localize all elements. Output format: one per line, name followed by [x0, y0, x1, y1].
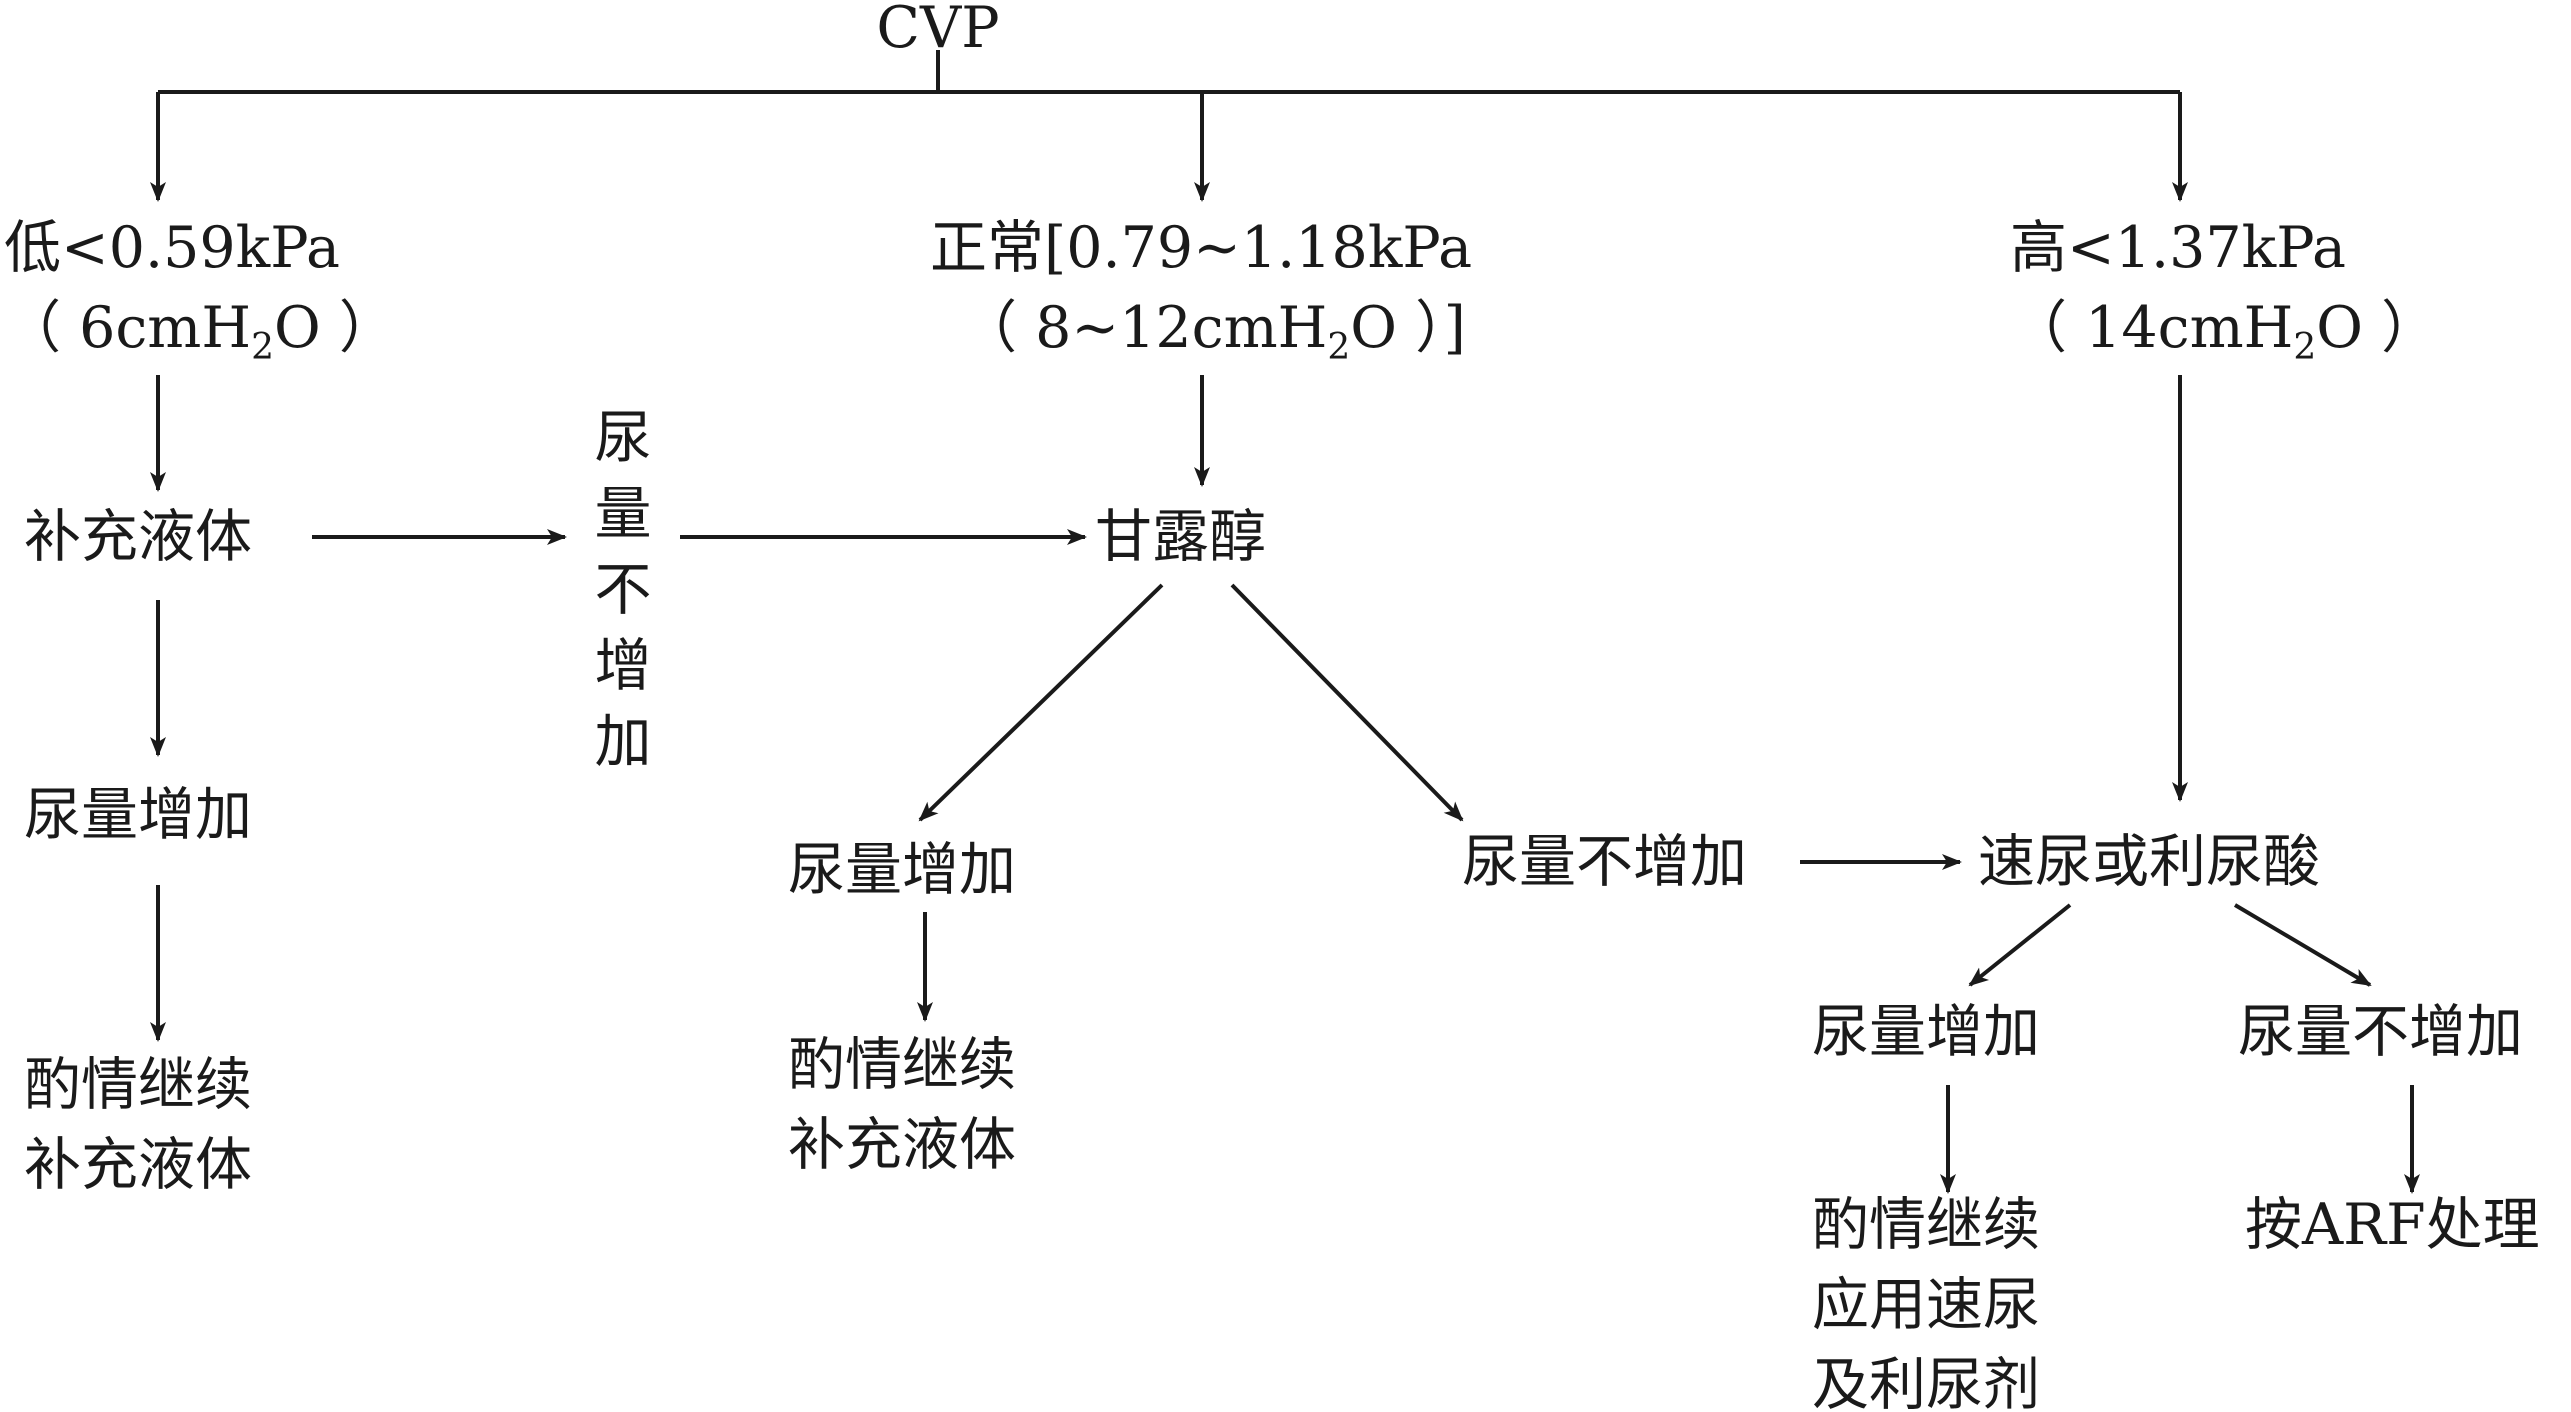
right-result-line-1: 酌情继续 [1812, 1192, 2040, 1258]
no-increase-vertical-node: 尿 量 不 增 加 [583, 400, 663, 780]
right-result-line-3: 及利尿剂 [1812, 1352, 2040, 1412]
mannitol-node: 甘露醇 [1095, 497, 1266, 577]
mid-result-line-1: 酌情继续 [788, 1032, 1016, 1098]
vertical-char-5: 加 [594, 709, 652, 775]
right-urine-increase-label: 尿量增加 [1812, 999, 2040, 1065]
arrow-diuretic-to-urine-up [1968, 903, 2072, 987]
root-node: CVP [876, 0, 999, 68]
right-result-line-2: 应用速尿 [1812, 1272, 2040, 1338]
diuretic-node: 速尿或利尿酸 [1978, 822, 2320, 902]
right-result-node: 酌情继续 应用速尿 及利尿剂 [1812, 1185, 2040, 1412]
mid-urine-no-increase-label: 尿量不增加 [1462, 829, 1747, 895]
high-branch-node: 高<1.37kPa （ 14cmH2O ） [2010, 208, 2438, 388]
right-urine-no-increase-label: 尿量不增加 [2238, 999, 2523, 1065]
arrow-diuretic-to-urine-no [2233, 903, 2372, 987]
vertical-char-1: 尿 [594, 405, 652, 471]
normal-range-water: （ 8~12cmH2O ）] [960, 295, 1466, 368]
root-label: CVP [876, 0, 1000, 61]
mid-result-line-2: 补充液体 [788, 1112, 1016, 1178]
vertical-char-3: 不 [594, 557, 652, 623]
high-threshold-water: （ 14cmH2O ） [2010, 295, 2439, 368]
mid-urine-increase-node: 尿量增加 [788, 830, 1016, 910]
low-branch-node: 低<0.59kPa （ 6cmH2O ） [4, 208, 396, 388]
low-result-node: 酌情继续 补充液体 [24, 1045, 252, 1205]
low-urine-increase-label: 尿量增加 [24, 782, 252, 848]
arf-node: 按ARF处理 [2245, 1185, 2540, 1265]
arf-label: 按ARF处理 [2245, 1192, 2540, 1258]
vertical-char-4: 增 [594, 633, 652, 699]
vertical-char-2: 量 [594, 481, 652, 547]
normal-branch-node: 正常[0.79~1.18kPa （ 8~12cmH2O ）] [930, 208, 1472, 388]
fluid-label: 补充液体 [24, 504, 252, 570]
mid-urine-no-increase-node: 尿量不增加 [1462, 822, 1747, 902]
mid-urine-increase-label: 尿量增加 [788, 837, 1016, 903]
mid-result-node: 酌情继续 补充液体 [788, 1025, 1016, 1185]
arrow-mannitol-to-urine-up [918, 583, 1164, 822]
diuretic-label: 速尿或利尿酸 [1978, 829, 2320, 895]
normal-range: 正常[0.79~1.18kPa [930, 215, 1473, 281]
mannitol-label: 甘露醇 [1095, 504, 1266, 570]
low-urine-increase-node: 尿量增加 [24, 775, 252, 855]
right-urine-no-increase-node: 尿量不增加 [2238, 992, 2523, 1072]
high-threshold: 高<1.37kPa [2010, 215, 2346, 281]
low-threshold-water: （ 6cmH2O ） [4, 295, 396, 368]
arrow-mannitol-to-urine-no [1230, 583, 1464, 822]
fluid-node: 补充液体 [24, 497, 252, 577]
low-result-line-2: 补充液体 [24, 1132, 252, 1198]
low-threshold: 低<0.59kPa [4, 215, 340, 281]
low-result-line-1: 酌情继续 [24, 1052, 252, 1118]
right-urine-increase-node: 尿量增加 [1812, 992, 2040, 1072]
